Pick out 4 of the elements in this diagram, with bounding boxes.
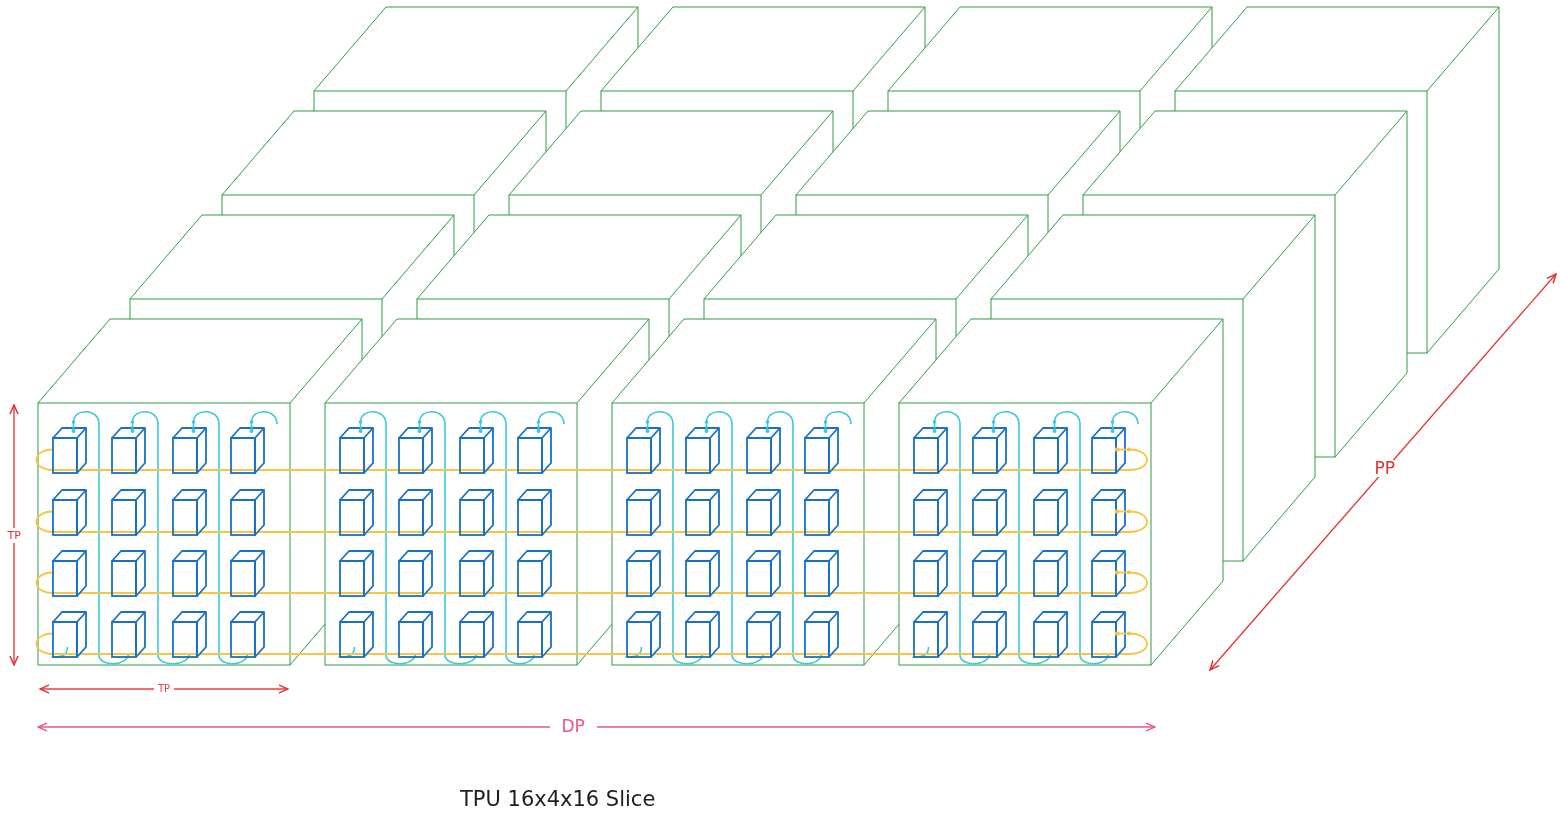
axis-label: TP bbox=[7, 527, 21, 543]
axis-label: TP bbox=[154, 684, 175, 694]
axis-label: DP bbox=[549, 717, 597, 735]
diagram-title: TPU 16x4x16 Slice bbox=[460, 789, 656, 810]
